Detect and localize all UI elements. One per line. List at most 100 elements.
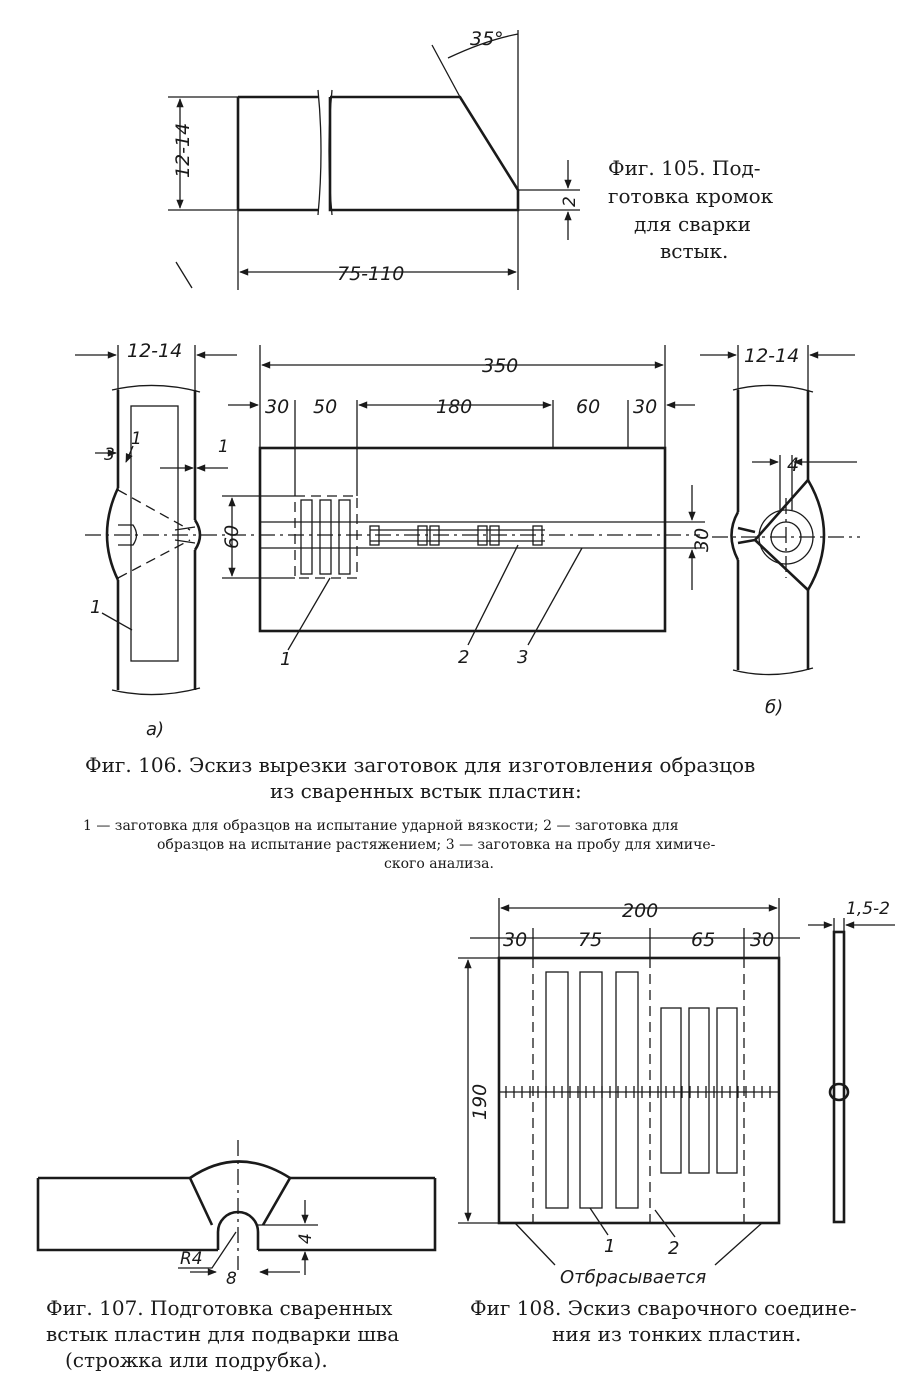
fig108-weld-ticks	[505, 1086, 771, 1098]
fig106b-plate-edges	[736, 390, 810, 670]
fig106a-label1-leader	[101, 612, 133, 631]
fig106b-break-bottom	[732, 667, 814, 676]
fig106-d30b-label: 30	[633, 396, 657, 418]
fig106-p3-label: 3	[517, 647, 528, 668]
fig108-profile	[832, 930, 846, 1224]
fig106-d30a-label: 30	[265, 396, 289, 418]
fig105-root-ext	[518, 189, 580, 211]
fig106b-width-label: 12-14	[744, 345, 799, 367]
fig105-length-label: 75-110	[337, 263, 404, 285]
fig107-radius-leader	[178, 1231, 237, 1269]
fig105-height-label: 12-14	[172, 123, 194, 178]
fig106a-width-label: 12-14	[127, 340, 182, 362]
fig108-discard-leader-l	[514, 1222, 556, 1266]
fig105-caption-3: для сварки	[634, 212, 751, 236]
fig105-drawing: 12-14 75-110 35° 2	[168, 28, 580, 290]
fig106b-view: 12-14 4 б)	[700, 345, 860, 718]
fig108-d65-label: 65	[691, 929, 715, 951]
fig106a-label1: 1	[90, 597, 101, 618]
fig106a-blank	[130, 405, 179, 662]
fig106-h60-label: 60	[221, 525, 243, 549]
fig105-break-left	[317, 89, 322, 216]
fig106-tensile-grip5	[489, 525, 500, 546]
fig108-profile-weld	[828, 1082, 850, 1102]
fig106a-sublabel: а)	[146, 719, 164, 740]
fig106-p2-leader	[467, 544, 519, 646]
fig106-total-label: 350	[482, 355, 518, 377]
fig108-ext-side	[458, 957, 499, 1224]
fig106a-view: 12-14 3 1 1 1 а)	[75, 340, 237, 740]
fig106-d50-label: 50	[313, 396, 337, 418]
fig108-caption-line2: ния из тонких пластин.	[552, 1322, 801, 1346]
fig108-sample2b	[688, 1007, 710, 1174]
fig108-d75-label: 75	[578, 929, 602, 951]
fig106-tensile-grip6	[532, 525, 543, 546]
fig107-depth-ext	[258, 1224, 318, 1251]
fig106-sample1c	[338, 499, 351, 575]
fig106-d60-label: 60	[576, 396, 600, 418]
fig106-plate	[258, 446, 667, 633]
fig108-discard-label: Отбрасывается	[560, 1267, 706, 1288]
fig105-right-plate	[328, 95, 520, 212]
fig105-caption-4: встык.	[660, 239, 728, 263]
fig108-sample1c	[615, 971, 639, 1209]
fig105-caption-1: Фиг. 105. Под-	[608, 156, 761, 180]
fig106b-d4-label: 4	[787, 454, 799, 476]
fig106b-width-ext	[737, 345, 809, 390]
fig107-radius-label: R4	[180, 1249, 203, 1269]
fig106-p1-label: 1	[280, 649, 291, 670]
fig108-p2-label: 2	[668, 1238, 679, 1259]
fig106b-sublabel: б)	[765, 697, 783, 718]
fig106-p1-leader	[287, 577, 331, 651]
fig107-depth-label: 4	[296, 1233, 316, 1244]
fig105-ext-lines	[168, 96, 519, 290]
fig106-tensile-grip1	[369, 525, 380, 546]
fig105-root-label: 2	[560, 196, 580, 207]
fig106-main-view: 350 30 50 180 60 30 60 30 1 2 3	[221, 345, 713, 670]
fig106-ext-top	[259, 345, 666, 496]
fig107-weld-cap	[188, 1160, 292, 1226]
fig107-drawing: 4 R4 8	[36, 1140, 437, 1289]
fig108-height-label: 190	[469, 1084, 491, 1120]
fig108-d30a-label: 30	[503, 929, 527, 951]
fig105-angle-lines	[431, 30, 519, 190]
fig106-tensile-grip2	[417, 525, 428, 546]
fig105-left-plate	[236, 95, 318, 212]
fig108-drawing: 200 30 75 65 30 190 1,5-2 1 2 Отбрасывае…	[458, 898, 895, 1288]
fig108-total-label: 200	[622, 900, 658, 922]
fig105-angle-label: 35°	[470, 28, 504, 50]
fig106-d180-label: 180	[436, 396, 472, 418]
fig106-tensile-grip4	[477, 525, 488, 546]
fig105-break-right	[328, 89, 333, 216]
fig106a-d3-label: 3	[104, 445, 115, 465]
fig105-stray-mark	[175, 261, 193, 289]
fig108-sample1b	[579, 971, 603, 1209]
fig106-seam	[260, 521, 665, 549]
fig108-caption-line1: Фиг 108. Эскиз сварочного соедине-	[470, 1296, 857, 1320]
fig107-width-label: 8	[226, 1269, 237, 1289]
fig107-caption-line1: Фиг. 107. Подготовка сваренных	[46, 1296, 393, 1320]
fig106a-cut-lines	[117, 489, 191, 579]
fig106-legend-line2: образцов на испытание растяжением; 3 — з…	[157, 837, 716, 853]
fig108-discard-leader-r	[714, 1222, 763, 1266]
fig108-sample1a	[545, 971, 569, 1209]
fig106b-root	[730, 511, 756, 561]
fig108-sample2c	[716, 1007, 738, 1174]
fig108-thickness-ext	[833, 918, 845, 932]
fig107-caption-line3: (строжка или подрубка).	[65, 1348, 328, 1372]
fig108-plate	[497, 956, 781, 1225]
fig106a-plate-edges	[116, 390, 197, 690]
fig106-blank1-outline	[294, 495, 358, 579]
fig106a-weld-bead	[105, 487, 202, 581]
fig106a-break-top	[111, 384, 201, 393]
fig106-caption-line2: из сваренных встык пластин:	[270, 779, 582, 803]
fig106a-width-ext	[117, 345, 196, 390]
fig108-p1-label: 1	[604, 1236, 615, 1257]
fig106b-d4-ext	[779, 455, 793, 510]
fig107-plates	[36, 1176, 437, 1252]
fig105-caption-2: готовка кромок	[608, 184, 774, 208]
fig106b-weld	[753, 477, 826, 593]
fig108-p1-leader	[589, 1207, 609, 1236]
fig106-caption-line1: Фиг. 106. Эскиз вырезки заготовок для из…	[85, 753, 755, 777]
